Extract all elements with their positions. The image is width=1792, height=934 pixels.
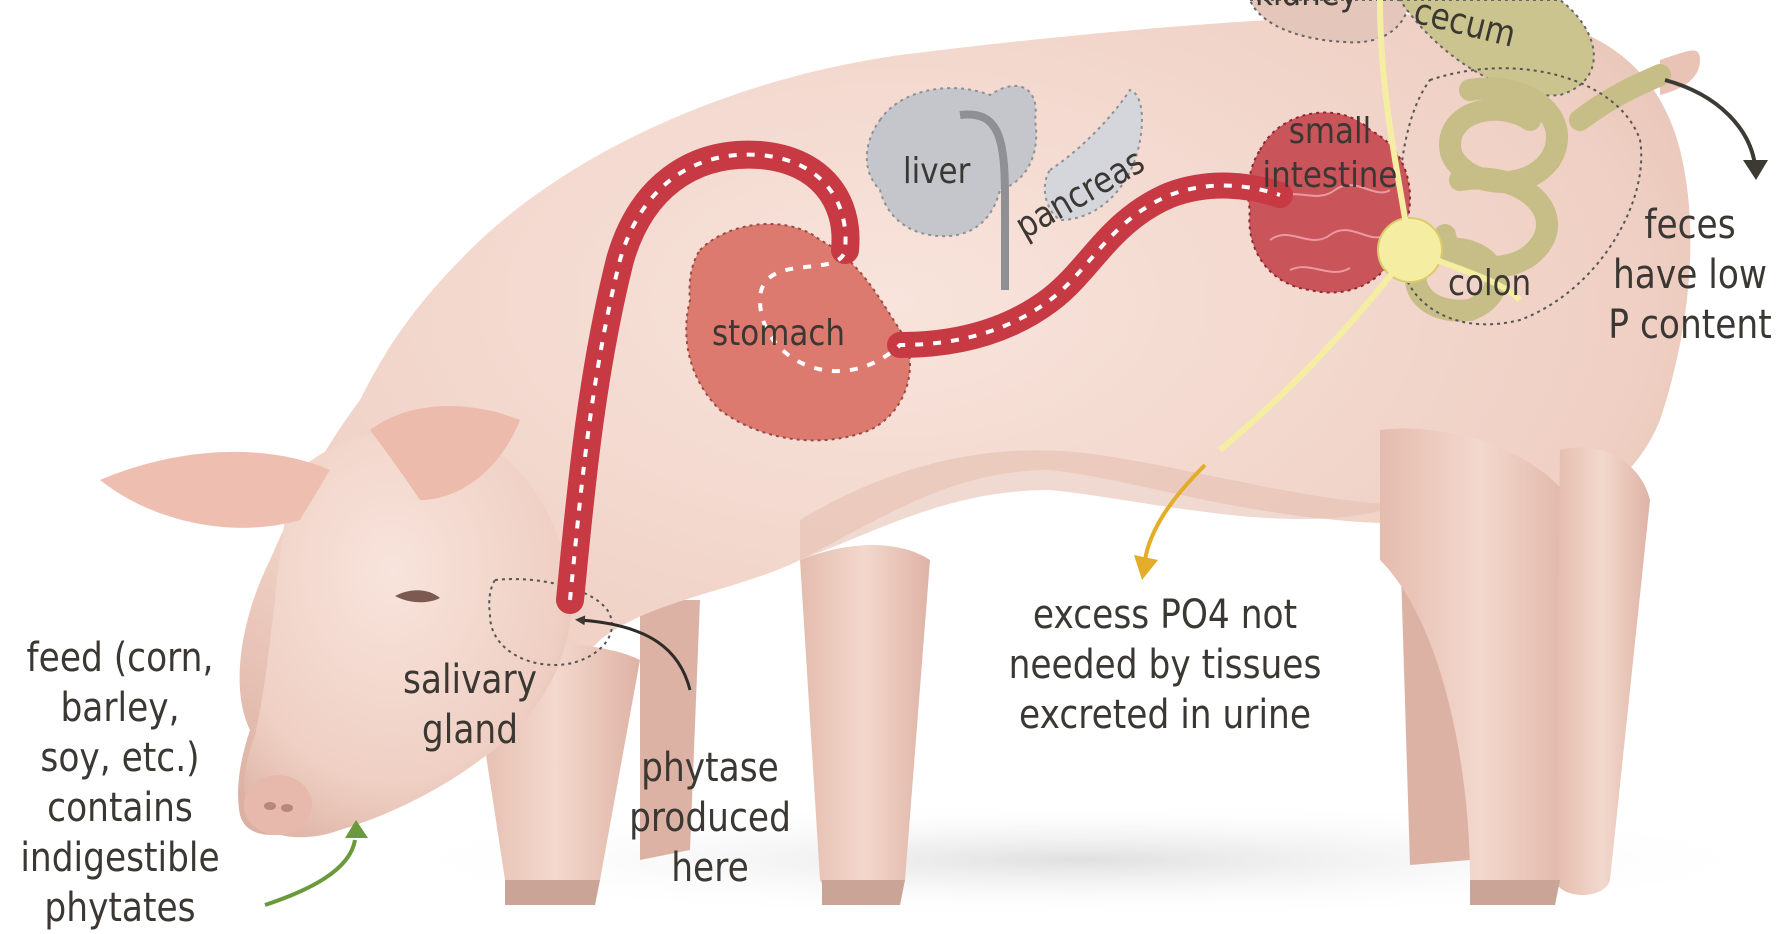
feces-line: feces xyxy=(1604,200,1776,250)
feed-line: phytates xyxy=(17,883,223,933)
phytase-line: produced xyxy=(624,793,796,843)
feed-line: contains xyxy=(17,783,223,833)
feces-arrow-head xyxy=(1743,160,1768,180)
urine-line: excreted in urine xyxy=(1002,690,1329,740)
urine-line: needed by tissues xyxy=(1002,640,1329,690)
liver-label: liver xyxy=(903,150,970,194)
feed-arrow xyxy=(265,840,355,905)
phytase-label: phytase produced here xyxy=(624,743,796,893)
feed-line: soy, etc.) xyxy=(17,733,223,783)
stomach-label: stomach xyxy=(712,312,845,356)
urine-line: excess PO4 not xyxy=(1002,590,1329,640)
small-intestine-line: small xyxy=(1257,110,1403,154)
feces-label: feces have low P content xyxy=(1604,200,1776,350)
pig-left-ear xyxy=(100,452,330,528)
feed-label: feed (corn, barley, soy, etc.) contains … xyxy=(17,633,223,933)
small-intestine-line: intestine xyxy=(1257,154,1403,198)
feed-line: barley, xyxy=(17,683,223,733)
salivary-gland-line: gland xyxy=(393,705,548,755)
feces-line: have low xyxy=(1604,250,1776,300)
urine-arrow-head xyxy=(1134,555,1158,580)
feed-line: feed (corn, xyxy=(17,633,223,683)
feed-line: indigestible xyxy=(17,833,223,883)
kidney-label: kidney xyxy=(1255,0,1358,16)
pig-snout xyxy=(244,775,312,835)
colon-label: colon xyxy=(1448,262,1531,306)
phytase-line: phytase xyxy=(624,743,796,793)
salivary-gland-label: salivary gland xyxy=(393,655,548,755)
phytase-line: here xyxy=(624,843,796,893)
salivary-gland-line: salivary xyxy=(393,655,548,705)
small-intestine-label: small intestine xyxy=(1257,110,1403,198)
urine-label: excess PO4 not needed by tissues excrete… xyxy=(1002,590,1329,740)
feces-line: P content xyxy=(1604,300,1776,350)
